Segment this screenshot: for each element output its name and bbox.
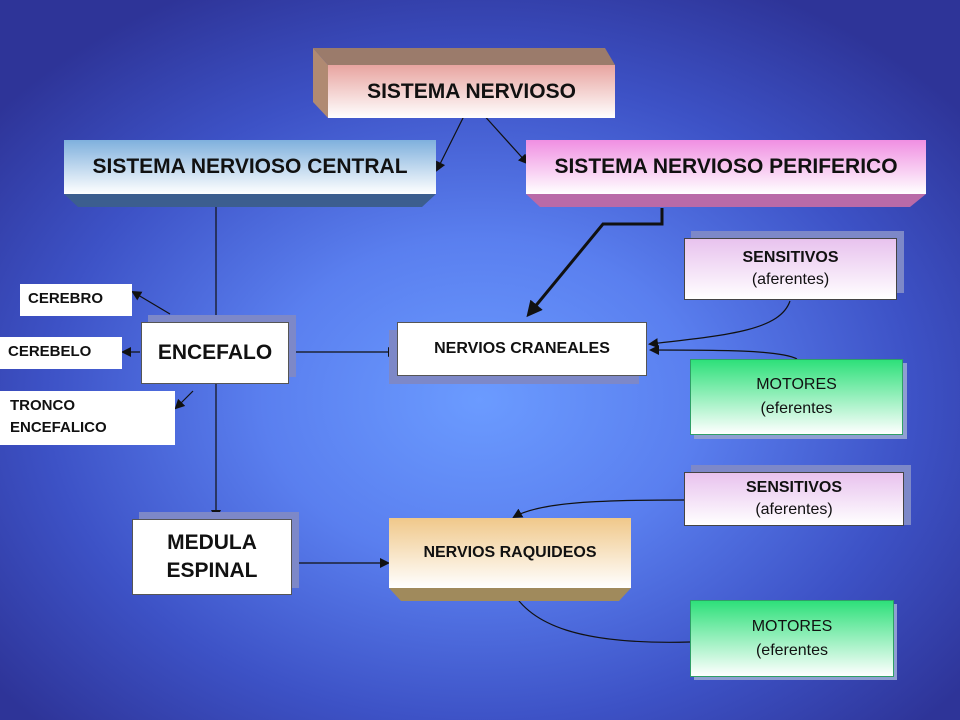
sensitivos1-line2: (aferentes) [751, 271, 830, 288]
cerebelo-label: CEREBELO [0, 337, 122, 369]
tronco-label: TRONCO ENCEFALICO [0, 391, 175, 445]
motores1-box: MOTORES (eferentes [690, 359, 903, 435]
arrow-title-periferico [480, 111, 529, 165]
medula-box: MEDULA ESPINAL [132, 519, 292, 595]
medula-line2: ESPINAL [166, 559, 258, 582]
sensitivos2-box: SENSITIVOS (aferentes) [684, 472, 904, 526]
arrow-encefalo-tronco [174, 390, 194, 410]
arrow-motores2-raquideos [510, 587, 691, 643]
encefalo-box: ENCEFALO [141, 322, 289, 384]
sensitivos1-box: SENSITIVOS (aferentes) [684, 238, 897, 300]
periferico-box: SISTEMA NERVIOSO PERIFERICO [554, 155, 898, 178]
title-box-bevel [313, 48, 615, 118]
arrow-encefalo-cerebro [131, 290, 171, 315]
motores1-line2: (eferentes [760, 400, 833, 417]
sensitivos2-line1: SENSITIVOS [745, 479, 843, 496]
motores2-line1: MOTORES [751, 617, 833, 635]
craneales-box: NERVIOS CRANEALES [397, 322, 647, 376]
arrow-sensitivos1-craneales [648, 300, 791, 349]
sensitivos1-line1: SENSITIVOS [742, 249, 839, 266]
central-box: SISTEMA NERVIOSO CENTRAL [92, 155, 408, 178]
arrow-sensitivos2-raquideos [512, 499, 685, 518]
raquideos-box: NERVIOS RAQUIDEOS [423, 544, 597, 561]
arrow-periferico-craneales [526, 208, 664, 318]
motores1-line1: MOTORES [756, 376, 837, 393]
motores2-box: MOTORES (eferentes [690, 600, 894, 677]
periferico-box-bevel [526, 140, 926, 207]
medula-line1: MEDULA [167, 531, 257, 554]
tronco-line2: ENCEFALICO [10, 419, 107, 436]
motores2-line2: (eferentes [755, 641, 829, 659]
raquideos-box-bevel [389, 518, 631, 601]
arrow-motores1-craneales [649, 345, 798, 360]
cerebro-label: CEREBRO [20, 284, 132, 316]
central-box-bevel [64, 140, 436, 207]
arrow-title-central [436, 111, 467, 172]
title-box: SISTEMA NERVIOSO [367, 79, 576, 103]
sensitivos2-line2: (aferentes) [755, 501, 833, 518]
tronco-line1: TRONCO [10, 397, 75, 414]
